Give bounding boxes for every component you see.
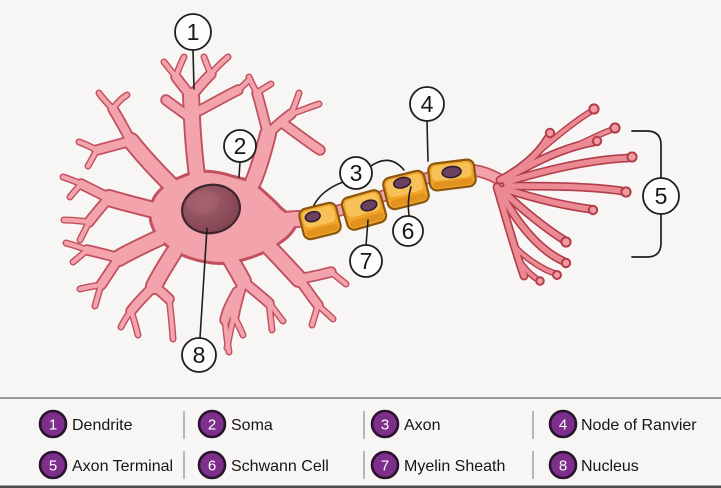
legend-badge-2 — [197, 409, 227, 439]
legend-badge-4 — [548, 409, 578, 439]
legend-item-nucleus: 8 Nucleus — [548, 450, 639, 480]
legend-number-8: 8 — [559, 458, 567, 475]
schwann-nucleus-4 — [441, 165, 462, 179]
callout-3: 3 — [339, 156, 373, 190]
legend-badge-5 — [38, 450, 68, 480]
myelin-segment-4 — [427, 158, 477, 192]
legend-label-axon: Axon — [404, 417, 440, 434]
nucleus — [181, 183, 241, 235]
legend-label-node-of-ranvier: Node of Ranvier — [581, 417, 697, 434]
legend-item-schwann-cell: 6 Schwann Cell — [197, 450, 329, 480]
legend-badge-6 — [197, 450, 227, 480]
callout-7: 7 — [349, 244, 383, 278]
terminal-bulbs — [535, 103, 638, 286]
legend-item-soma: 2 Soma — [197, 409, 273, 439]
callout-6-number: 6 — [402, 218, 415, 244]
myelin-segment-2 — [340, 189, 388, 231]
legend-badge-1 — [38, 409, 68, 439]
callout-7-number: 7 — [360, 248, 373, 274]
callout-4-number: 4 — [421, 91, 434, 117]
callout-1: 1 — [174, 13, 212, 51]
legend-item-axon: 3 Axon — [370, 409, 440, 439]
callout-5-number: 5 — [655, 183, 668, 209]
legend-badge-7 — [370, 450, 400, 480]
legend-number-6: 6 — [208, 458, 216, 475]
legend-number-2: 2 — [208, 417, 216, 434]
legend-item-node-of-ranvier: 4 Node of Ranvier — [548, 409, 697, 439]
legend-item-myelin-sheath: 7 Myelin Sheath — [370, 450, 505, 480]
legend-label-axon-terminal: Axon Terminal — [72, 458, 173, 475]
schwann-nucleus-3 — [392, 176, 412, 189]
legend: 1 Dendrite 2 Soma 3 Axon 4 Node of Ranvi… — [0, 397, 721, 480]
legend-number-3: 3 — [381, 417, 389, 434]
legend-number-4: 4 — [559, 417, 567, 434]
bottom-border — [0, 485, 721, 488]
legend-badge-8 — [548, 450, 578, 480]
legend-item-dendrite: 1 Dendrite — [38, 409, 133, 439]
legend-number-1: 1 — [49, 417, 57, 434]
callout-2-number: 2 — [234, 133, 247, 159]
legend-label-soma: Soma — [231, 417, 273, 434]
legend-item-axon-terminal: 5 Axon Terminal — [38, 450, 173, 480]
legend-label-schwann-cell: Schwann Cell — [231, 458, 329, 475]
legend-badge-3 — [370, 409, 400, 439]
legend-label-dendrite: Dendrite — [72, 417, 133, 434]
legend-number-5: 5 — [49, 458, 57, 475]
schwann-nucleus-1 — [304, 210, 321, 223]
schwann-nucleus-2 — [360, 199, 378, 212]
legend-label-nucleus: Nucleus — [581, 458, 639, 475]
callout-2: 2 — [223, 129, 257, 163]
callout-6: 6 — [392, 215, 424, 247]
callout-5: 5 — [642, 177, 680, 215]
callout-8-number: 8 — [193, 342, 206, 368]
legend-label-myelin-sheath: Myelin Sheath — [404, 458, 505, 475]
callout-8: 8 — [181, 337, 217, 373]
callouts: 1 2 3 4 5 6 7 8 — [174, 13, 680, 373]
callout-3-number: 3 — [350, 160, 363, 186]
myelin-segment-1 — [298, 201, 342, 241]
callout-4: 4 — [409, 86, 445, 122]
callout-1-number: 1 — [187, 19, 200, 45]
axon-terminal — [497, 103, 638, 286]
legend-number-7: 7 — [381, 458, 389, 475]
